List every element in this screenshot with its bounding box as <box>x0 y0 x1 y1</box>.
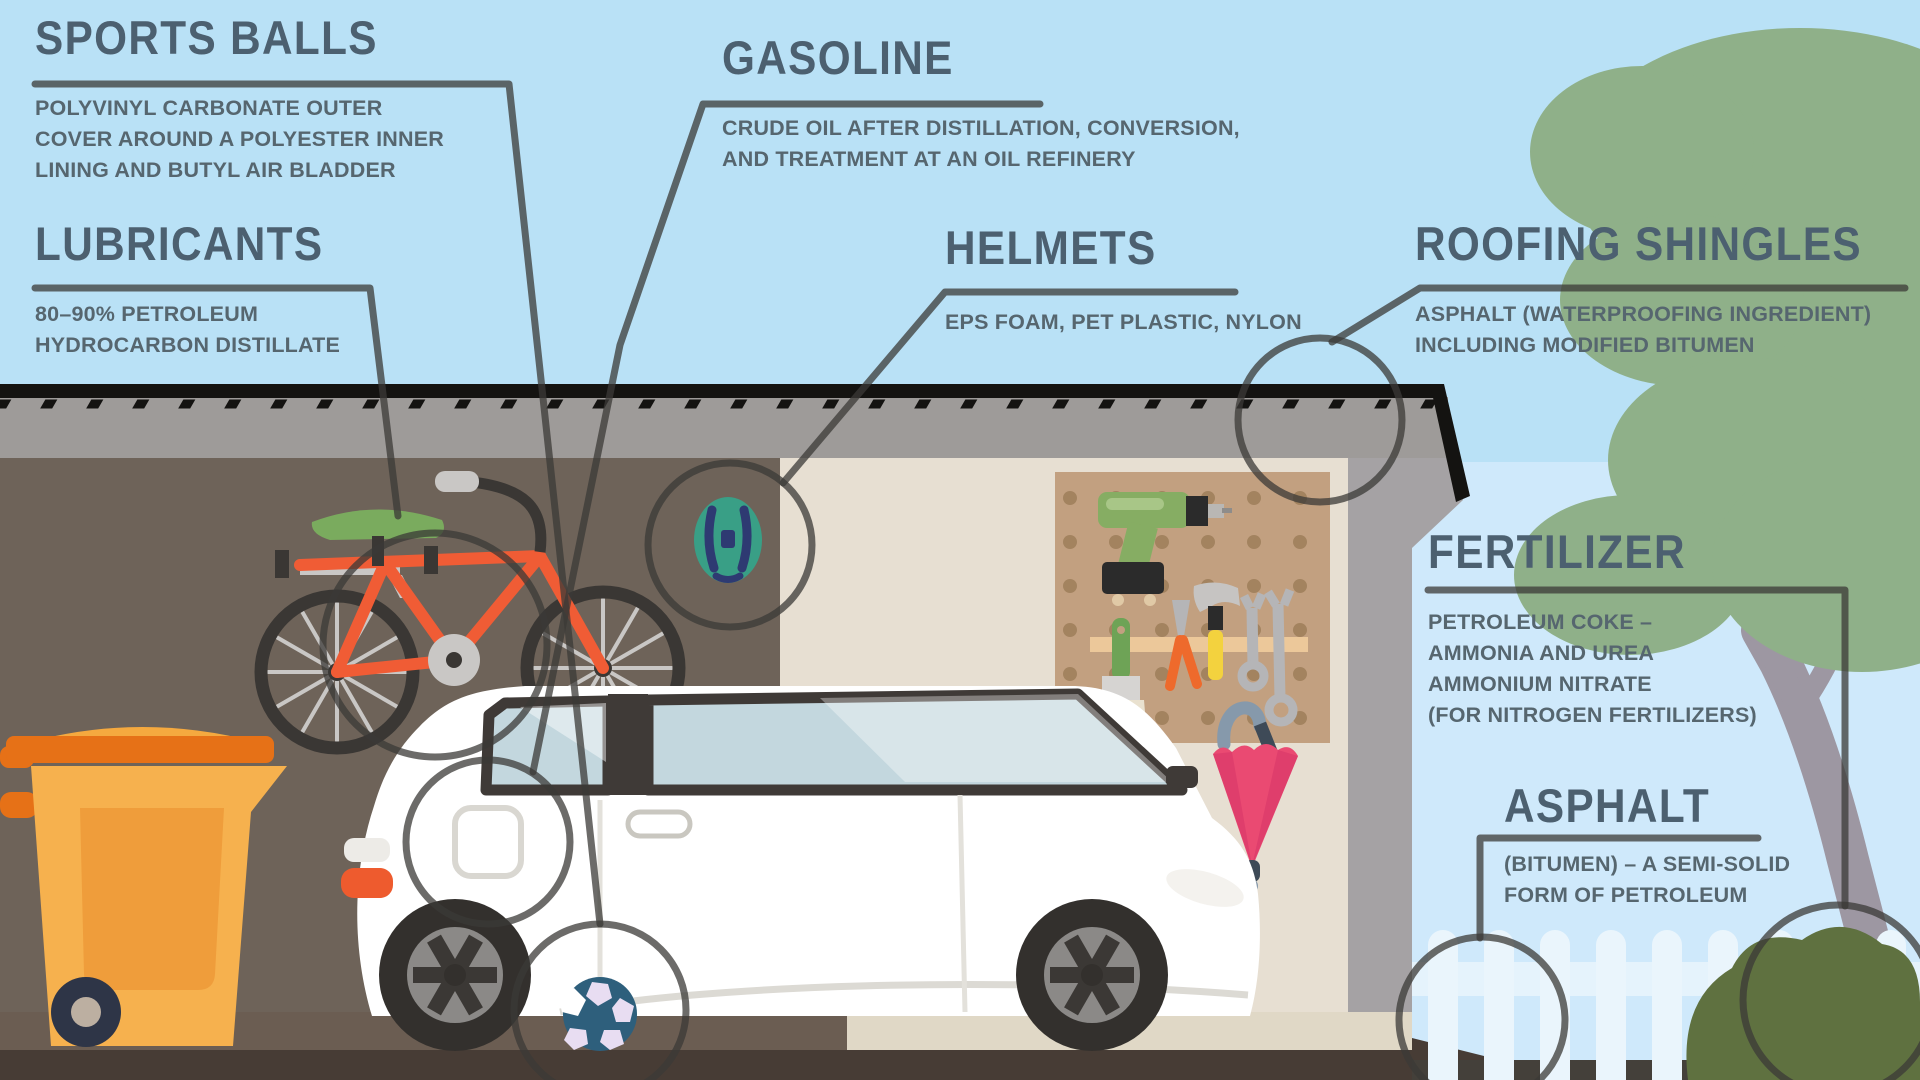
car <box>341 686 1260 1051</box>
wrench-icon <box>1237 588 1298 727</box>
driveway-dark-strip <box>0 1050 1412 1080</box>
leader-line-lubricants <box>31 284 402 520</box>
car-mirror <box>1166 766 1198 788</box>
label-body-gasoline: CRUDE OIL AFTER DISTILLATION, CONVERSION… <box>722 113 1240 175</box>
annotation-circle-fuel-door <box>402 756 574 928</box>
label-body-fertilizer: PETROLEUM COKE – AMMONIA AND UREA AMMONI… <box>1428 607 1757 731</box>
label-title-helmets: HELMETS <box>945 221 1157 274</box>
annotation-circle-roof <box>1234 334 1406 506</box>
label-body-sports-balls: POLYVINYL CARBONATE OUTER COVER AROUND A… <box>35 93 444 186</box>
annotation-circle-helmet <box>644 459 816 631</box>
label-fertilizer: FERTILIZER PETROLEUM COKE – AMMONIA AND … <box>1428 524 1757 731</box>
body-line: LINING AND BUTYL AIR BLADDER <box>35 158 396 182</box>
car-headlight <box>1166 869 1244 907</box>
label-gasoline: GASOLINE CRUDE OIL AFTER DISTILLATION, C… <box>722 30 1240 175</box>
label-asphalt: ASPHALT (BITUMEN) – A SEMI-SOLID FORM OF… <box>1504 778 1790 911</box>
roof-edge <box>0 384 1442 398</box>
pliers-icon <box>1165 600 1202 691</box>
car-fuel-door <box>452 805 524 879</box>
label-lubricants: LUBRICANTS 80–90% PETROLEUM HYDROCARBON … <box>35 216 355 361</box>
garage-door-frame <box>1348 458 1463 1038</box>
label-body-roofing-shingles: ASPHALT (WATERPROOFING INGREDIENT) INCLU… <box>1415 299 1912 361</box>
annotation-layer <box>31 80 1920 1080</box>
tree <box>1514 28 1920 1080</box>
label-title-fertilizer: FERTILIZER <box>1428 525 1686 578</box>
car-b-pillar <box>608 694 648 795</box>
body-line: ASPHALT (WATERPROOFING INGREDIENT) <box>1415 302 1872 326</box>
umbrella-handle <box>1217 701 1267 751</box>
car-door-handle <box>625 809 693 839</box>
soccer-ball <box>558 977 637 1051</box>
label-title-roofing-shingles: ROOFING SHINGLES <box>1415 217 1862 270</box>
annotation-circle-fence <box>1395 933 1569 1080</box>
hammer-icon <box>1193 582 1240 680</box>
bike-helmet <box>694 497 762 583</box>
label-title-gasoline: GASOLINE <box>722 31 954 84</box>
label-title-asphalt: ASPHALT <box>1504 779 1711 832</box>
car-taillight <box>341 868 393 898</box>
label-sports-balls: SPORTS BALLS POLYVINYL CARBONATE OUTER C… <box>35 10 444 186</box>
body-line: FORM OF PETROLEUM <box>1504 883 1748 907</box>
leader-line-sports-balls <box>31 80 604 928</box>
body-line: AMMONIA AND UREA <box>1428 641 1655 665</box>
label-roofing-shingles: ROOFING SHINGLES ASPHALT (WATERPROOFING … <box>1415 216 1912 361</box>
label-body-helmets: EPS FOAM, PET PLASTIC, NYLON <box>945 307 1302 338</box>
annotation-circle-soccer-ball <box>510 920 690 1080</box>
trash-bin <box>0 727 287 1047</box>
body-line: CRUDE OIL AFTER DISTILLATION, CONVERSION… <box>722 116 1240 140</box>
label-helmets: HELMETS EPS FOAM, PET PLASTIC, NYLON <box>945 220 1302 338</box>
body-line: AND TREATMENT AT AN OIL REFINERY <box>722 147 1136 171</box>
roof-right-trim <box>1430 384 1470 502</box>
body-line: 80–90% PETROLEUM <box>35 302 259 326</box>
body-line: AMMONIUM NITRATE <box>1428 672 1652 696</box>
body-line: (BITUMEN) – A SEMI-SOLID <box>1504 852 1791 876</box>
car-front-window <box>642 688 1188 796</box>
tree-foliage <box>1514 28 1920 672</box>
leader-line-gasoline <box>529 100 1044 776</box>
leader-line-asphalt <box>1476 834 1762 942</box>
garage-fascia <box>0 397 1448 458</box>
car-front-wheel <box>1016 899 1168 1051</box>
label-title-sports-balls: SPORTS BALLS <box>35 11 378 64</box>
bush <box>1686 926 1920 1080</box>
body-line: PETROLEUM COKE – <box>1428 610 1653 634</box>
leader-line-helmets <box>779 288 1239 487</box>
label-body-lubricants: 80–90% PETROLEUM HYDROCARBON DISTILLATE <box>35 299 355 361</box>
body-line: (FOR NITROGEN FERTILIZERS) <box>1428 703 1757 727</box>
power-drill-icon <box>1098 492 1232 606</box>
body-line: POLYVINYL CARBONATE OUTER <box>35 96 383 120</box>
leader-line-roofing-shingles <box>1328 284 1909 346</box>
label-body-asphalt: (BITUMEN) – A SEMI-SOLID FORM OF PETROLE… <box>1504 849 1790 911</box>
car-rear-wheel <box>379 899 531 1051</box>
annotation-circle-bicycle <box>319 529 551 761</box>
car-taillight-white <box>344 838 390 862</box>
body-line: EPS FOAM, PET PLASTIC, NYLON <box>945 310 1302 334</box>
body-line: INCLUDING MODIFIED BITUMEN <box>1415 333 1755 357</box>
bike-handlebar <box>471 476 547 553</box>
annotation-circle-bush <box>1739 901 1920 1080</box>
body-line: HYDROCARBON DISTILLATE <box>35 333 340 357</box>
label-title-lubricants: LUBRICANTS <box>35 217 324 270</box>
body-line: COVER AROUND A POLYESTER INNER <box>35 127 444 151</box>
leader-line-fertilizer <box>1424 586 1849 910</box>
